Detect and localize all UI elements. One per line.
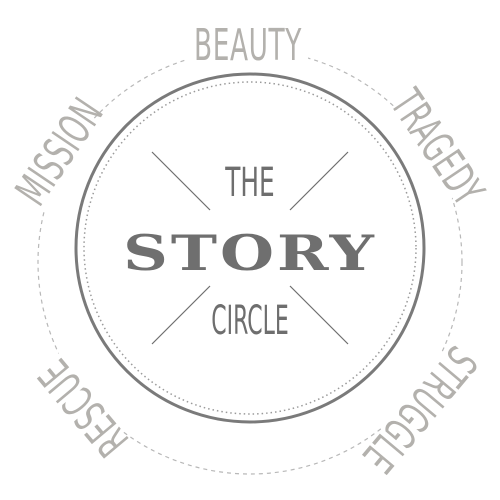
outer-label-beauty: BEAUTY (194, 19, 302, 71)
center-word-the: THE (225, 159, 275, 206)
outer-dashed-ring (37, 49, 463, 475)
cross-line-top-left (151, 151, 211, 211)
center-word-circle: CIRCLE (211, 297, 289, 344)
center-word-story: STORY (123, 226, 377, 283)
main-ring (74, 72, 426, 424)
cross-line-top-right (289, 151, 349, 211)
inner-dotted-ring (83, 81, 417, 415)
cross-line-bottom-right (289, 285, 349, 345)
cross-line-bottom-left (151, 285, 211, 345)
